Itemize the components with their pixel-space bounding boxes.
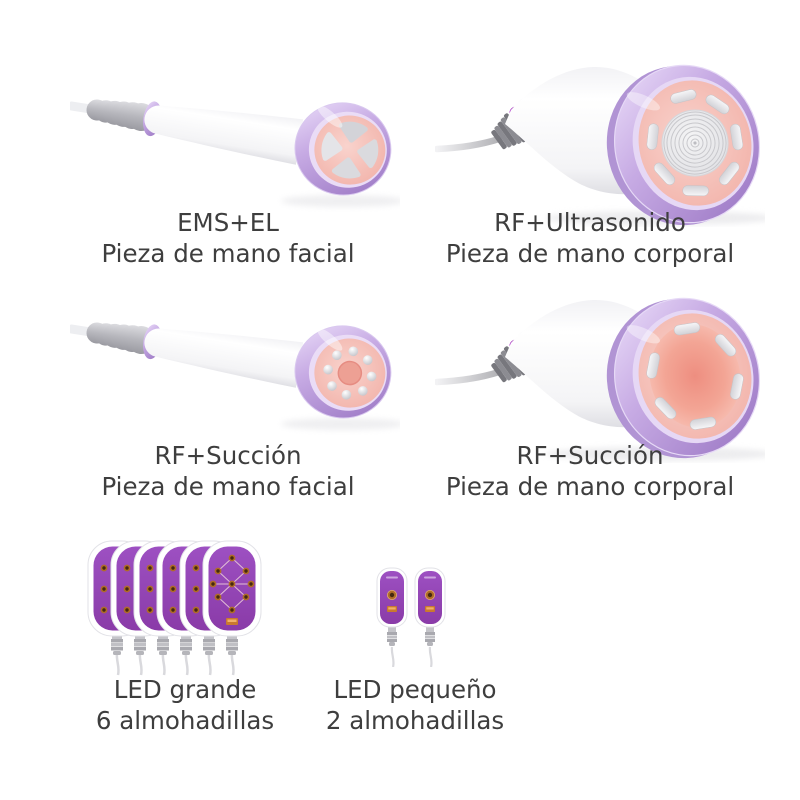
brand-logo bbox=[226, 618, 238, 625]
product-name: LED pequeño bbox=[333, 675, 497, 704]
caption-rf-succion-corporal: RF+Succión Pieza de mano corporal bbox=[420, 440, 760, 502]
product-subtitle: 2 almohadillas bbox=[325, 706, 505, 735]
pad-connectors bbox=[387, 627, 435, 667]
product-name: RF+Ultrasonido bbox=[494, 208, 686, 237]
product-subtitle: Pieza de mano corporal bbox=[445, 239, 735, 268]
product-subtitle: Pieza de mano facial bbox=[101, 472, 355, 501]
caption-led-grande: LED grande 6 almohadillas bbox=[63, 674, 307, 736]
suction-head bbox=[606, 297, 761, 459]
product-name: LED grande bbox=[113, 675, 257, 704]
electrode-pills bbox=[646, 89, 744, 197]
product-subtitle: 6 almohadillas bbox=[95, 706, 275, 735]
suction-head bbox=[294, 325, 392, 419]
caption-ems-el-facial: EMS+EL Pieza de mano facial bbox=[60, 207, 396, 269]
electrode-quadrants bbox=[321, 121, 379, 179]
rf-succion-corporal-handpiece-image bbox=[435, 297, 765, 461]
caption-rf-succion-facial: RF+Succión Pieza de mano facial bbox=[60, 440, 396, 502]
ems-el-facial-handpiece-image bbox=[70, 99, 400, 207]
rf-ultrasonido-corporal-handpiece-image bbox=[435, 64, 765, 226]
cable bbox=[435, 135, 503, 153]
brand-logo bbox=[425, 606, 435, 612]
product-subtitle: Pieza de mano facial bbox=[101, 239, 355, 268]
led-dots bbox=[209, 554, 255, 614]
ems-head bbox=[294, 102, 392, 196]
electrode-pills bbox=[646, 322, 744, 430]
electrode-balls bbox=[323, 346, 377, 400]
ultrasound-disc bbox=[661, 109, 729, 177]
cable bbox=[435, 368, 503, 386]
suction-cavity bbox=[649, 324, 741, 428]
product-name: EMS+EL bbox=[177, 208, 279, 237]
product-name: RF+Succión bbox=[154, 441, 302, 470]
small-led-pad bbox=[376, 567, 408, 628]
brand-logo bbox=[387, 606, 397, 612]
rf-succion-facial-handpiece-image bbox=[70, 322, 400, 430]
suction-opening bbox=[337, 360, 363, 386]
caption-led-pequeno: LED pequeño 2 almohadillas bbox=[293, 674, 537, 736]
small-led-pad bbox=[414, 567, 446, 628]
led-pad-front bbox=[202, 540, 262, 637]
led-grande-pads-image bbox=[87, 540, 262, 676]
product-subtitle: Pieza de mano corporal bbox=[445, 472, 735, 501]
product-name: RF+Succión bbox=[516, 441, 664, 470]
caption-rf-ultrasonido-corporal: RF+Ultrasonido Pieza de mano corporal bbox=[420, 207, 760, 269]
wand-body bbox=[144, 105, 304, 165]
led-pequeno-pads-image bbox=[376, 567, 446, 667]
ultrasound-head bbox=[606, 64, 761, 226]
wand-body bbox=[144, 328, 304, 388]
pad-connectors bbox=[111, 633, 238, 676]
